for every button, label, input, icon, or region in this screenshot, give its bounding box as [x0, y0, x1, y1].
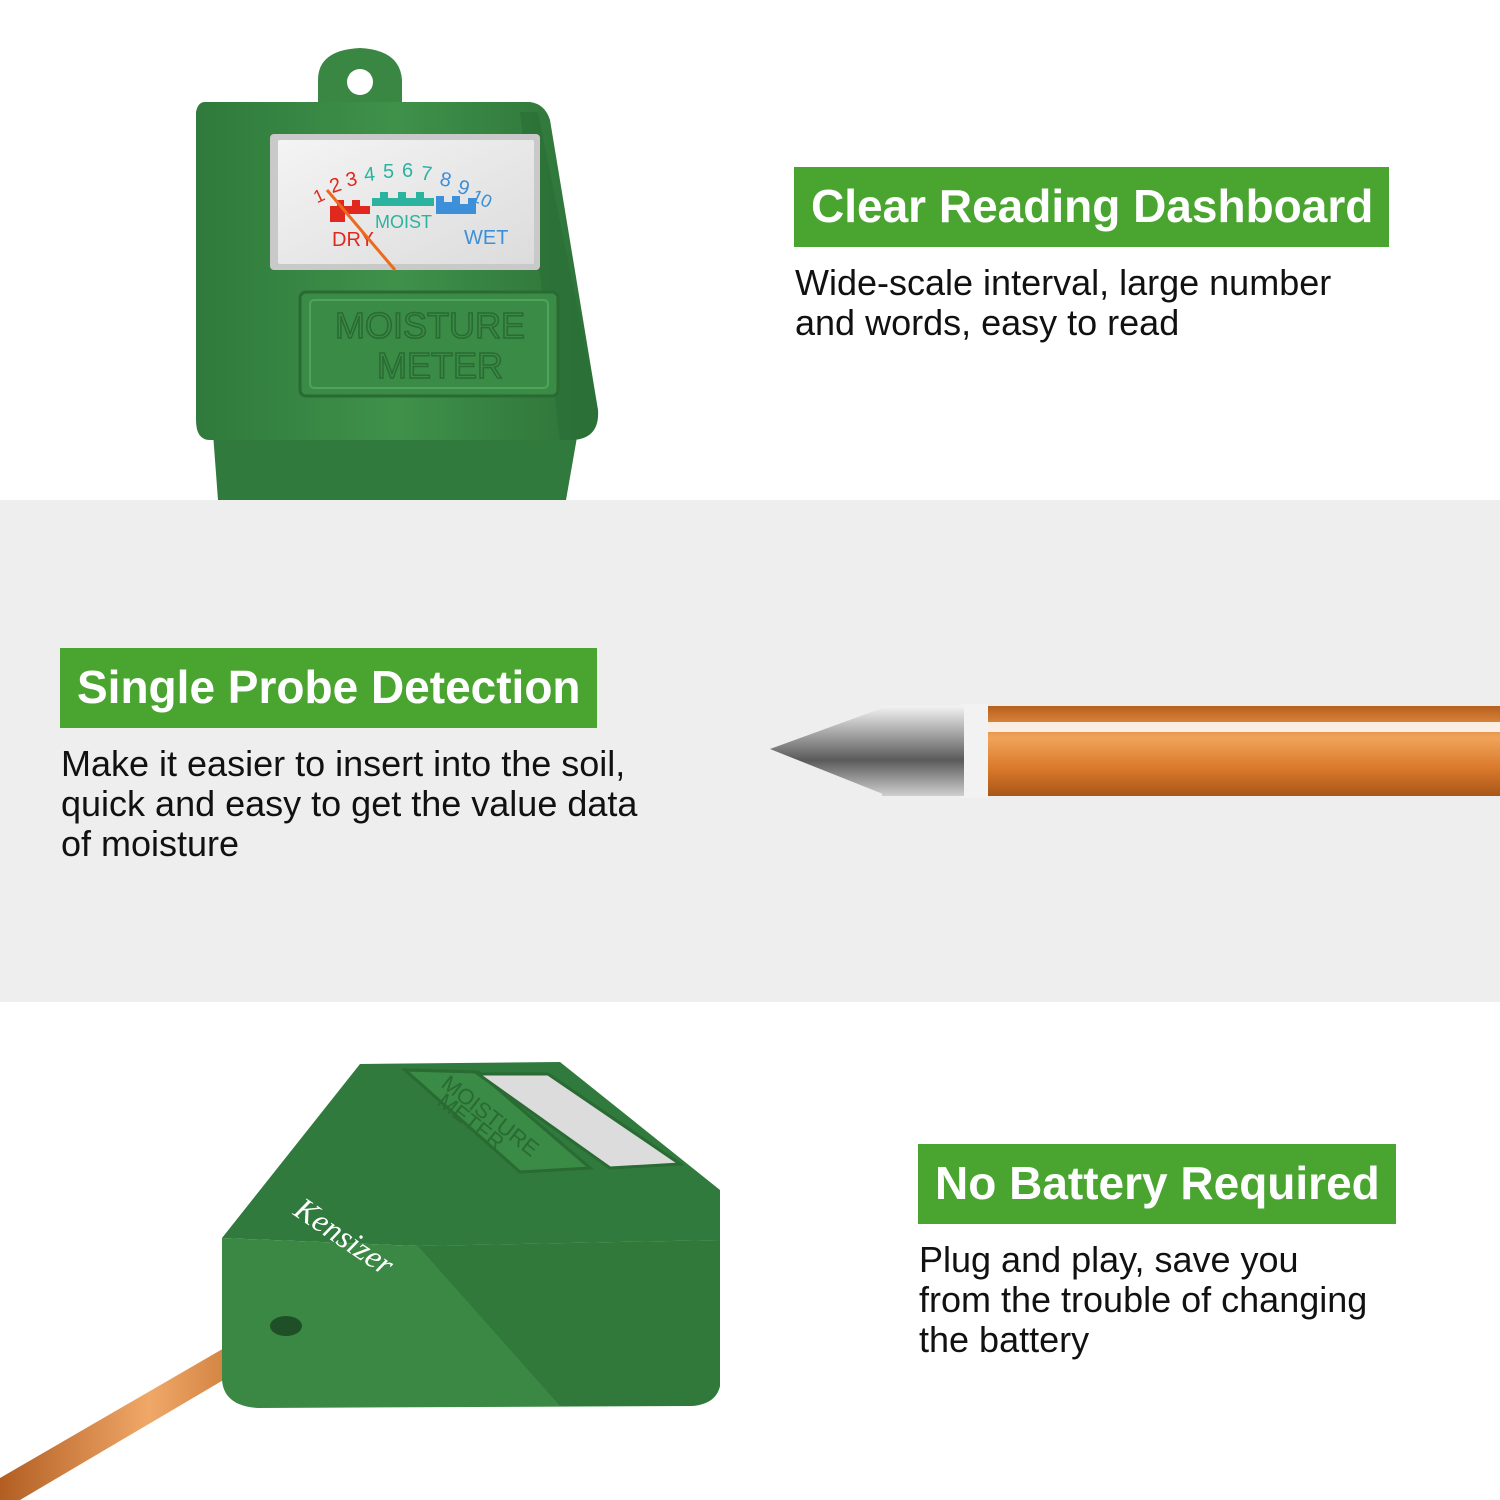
plate-line-1: MOISTURE: [335, 305, 525, 346]
feature-description: Plug and play, save you from the trouble…: [919, 1240, 1396, 1360]
meter-side-icon: MOISTURE METER Kensizer: [0, 1062, 720, 1500]
plate-line-2: METER: [377, 345, 503, 386]
description-line: Wide-scale interval, large number: [795, 262, 1332, 303]
feature-clear-reading: Clear Reading Dashboard Wide-scale inter…: [794, 167, 1390, 343]
description-line: the battery: [919, 1319, 1090, 1360]
description-line: from the trouble of changing: [919, 1279, 1368, 1320]
scale-number: 6: [402, 160, 413, 182]
moist-label: MOIST: [375, 212, 432, 232]
feature-title: Clear Reading Dashboard: [794, 167, 1390, 247]
probe-tip-icon: [770, 704, 1500, 798]
scale-number: 4: [363, 163, 376, 186]
scale-number: 7: [420, 163, 433, 186]
wet-label: WET: [464, 227, 508, 249]
feature-title: No Battery Required: [918, 1144, 1396, 1224]
description-line: quick and easy to get the value data: [61, 783, 638, 824]
description-line: Make it easier to insert into the soil,: [61, 743, 626, 784]
feature-no-battery: No Battery Required Plug and play, save …: [918, 1144, 1396, 1360]
meter-needle: [325, 189, 397, 271]
feature-description: Wide-scale interval, large number and wo…: [795, 263, 1389, 343]
scale-number: 8: [438, 168, 453, 192]
scale-number: 3: [344, 168, 359, 192]
scale-number: 5: [383, 161, 394, 183]
description-line: Plug and play, save you: [919, 1239, 1299, 1280]
description-line: and words, easy to read: [795, 302, 1180, 343]
feature-single-probe: Single Probe Detection Make it easier to…: [60, 648, 637, 864]
description-line: of moisture: [61, 823, 240, 864]
feature-title: Single Probe Detection: [60, 648, 597, 728]
feature-description: Make it easier to insert into the soil, …: [61, 744, 637, 864]
meter-dial-icon: 1 2 3 4 5 6 7 8 9 10 DRY MOIST WET MOIST…: [196, 48, 599, 500]
